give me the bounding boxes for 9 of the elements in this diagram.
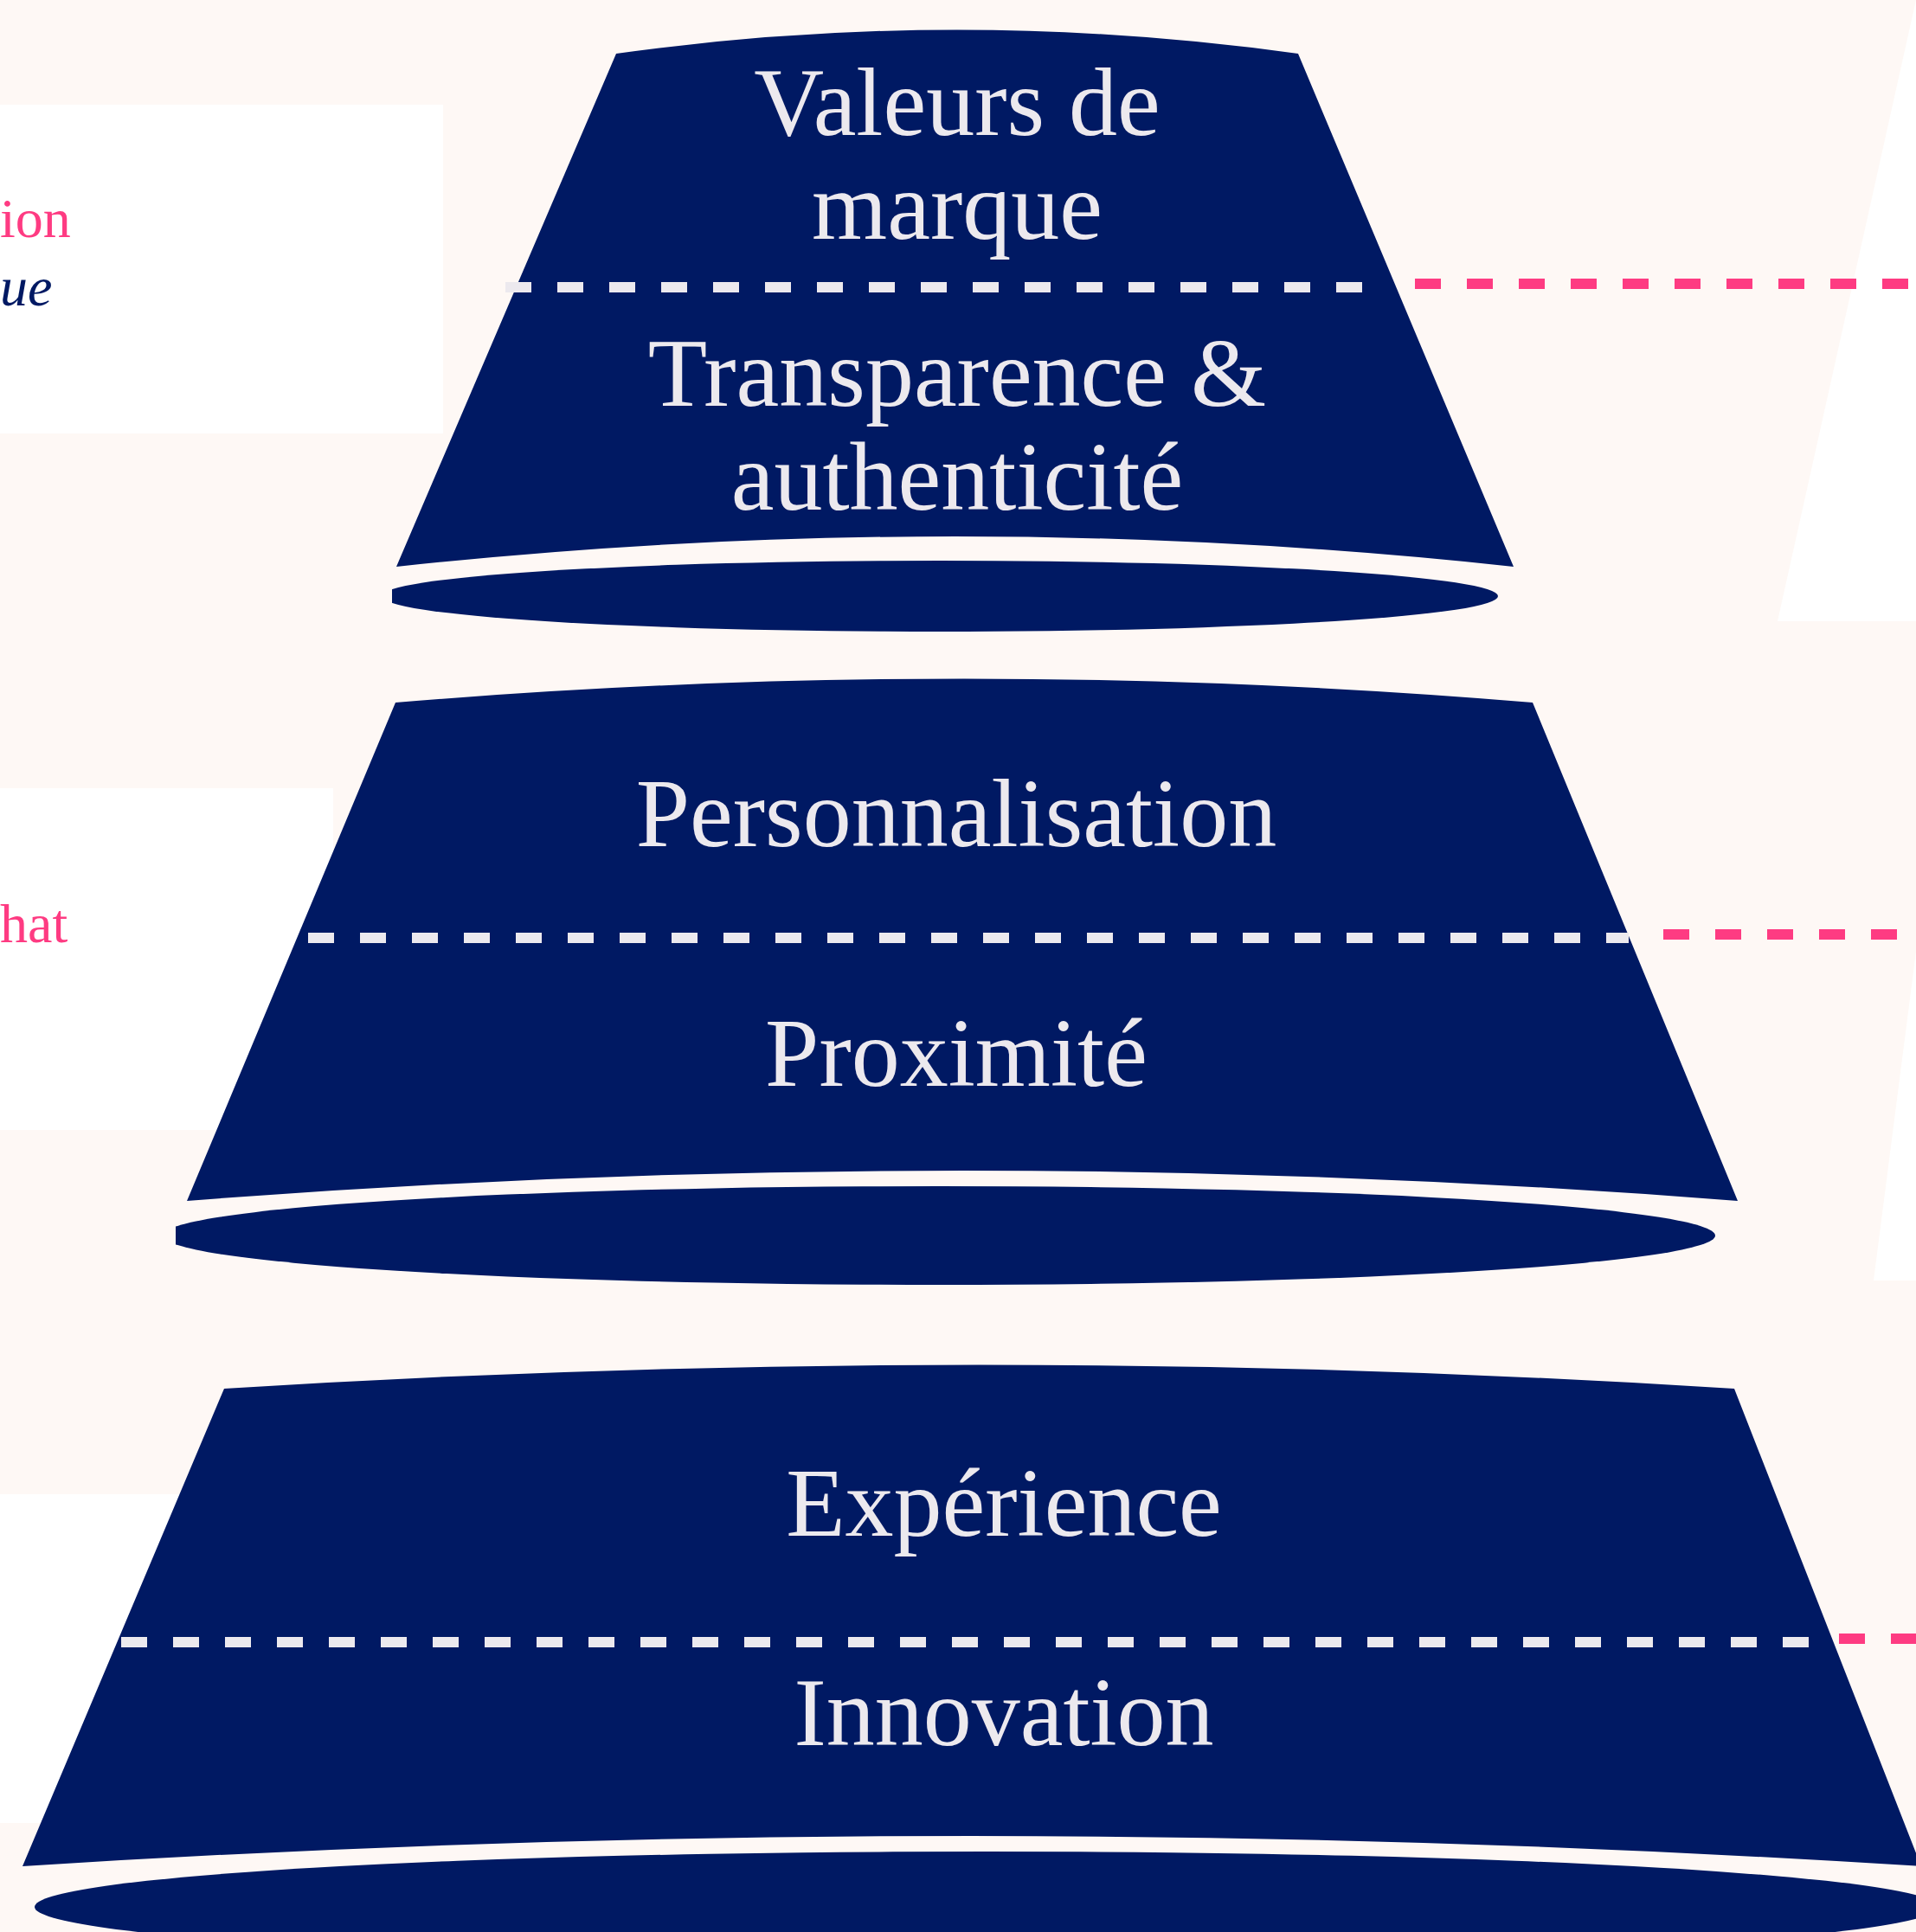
tier-label: Personnalisation [634,761,1278,865]
side-label: hat [0,894,68,954]
tier-label: Valeurs de marque [753,50,1161,258]
side-label: ion [0,189,71,249]
tier-label: Proximité [764,1001,1148,1105]
side-label: ue [0,257,53,318]
tier-label: Innovation [793,1660,1215,1764]
tier-label: Expérience [785,1451,1223,1555]
tier-label: Transparence & authenticité [646,321,1268,529]
